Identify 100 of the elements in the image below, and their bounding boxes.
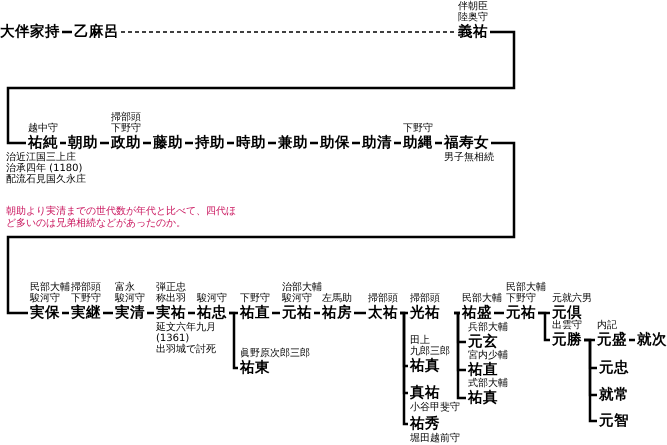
note-text: 延文六年九月 [156, 322, 216, 333]
lineage-line [6, 30, 516, 144]
lineage-line [584, 338, 597, 422]
title-label: 式部大輔 [468, 378, 508, 389]
note-text: 出羽城で討死 [156, 344, 216, 355]
title-label: 出雲守 [552, 320, 582, 331]
person-name: 助縄 [403, 135, 433, 151]
title-label: 治部大輔 [282, 282, 322, 293]
lineage-line [310, 142, 318, 144]
person-name: 政助 [111, 135, 141, 151]
lineage-line [314, 312, 320, 314]
title-label: 陸奥守 [458, 12, 488, 23]
person-name: 元盛 [597, 332, 627, 348]
title-label: 下野守 [240, 293, 270, 304]
lineage-line [435, 142, 442, 144]
title-label: 左馬助 [322, 293, 352, 304]
person-name: 祐純 [28, 135, 58, 151]
person-name: 助保 [320, 135, 350, 151]
title-label: 駿河守 [30, 293, 60, 304]
title-label: 越中守 [28, 123, 58, 134]
lineage-line [352, 142, 360, 144]
title-label: 称出羽 [156, 293, 186, 304]
person-name: 実保 [30, 305, 60, 321]
person-name: 祐直 [468, 362, 498, 378]
lineage-line [227, 142, 234, 144]
person-name: 大伴家持 [0, 24, 60, 40]
person-name: 元祐 [506, 305, 536, 321]
title-label: 民部大輔 [462, 293, 502, 304]
lineage-line [147, 312, 154, 314]
title-label: 掃部頭 [410, 293, 440, 304]
title-label: 民部大輔 [30, 282, 70, 293]
note-text: 小谷甲斐守 [410, 402, 460, 413]
title-label: 内記 [597, 320, 617, 331]
person-name: 光祐 [410, 305, 440, 321]
person-name: 兼助 [278, 135, 308, 151]
lineage-line [60, 142, 66, 144]
title-label: 兵部大輔 [468, 322, 508, 333]
title-label: 元就六男 [552, 293, 592, 304]
person-name: 祐東 [240, 360, 270, 376]
lineage-line [400, 312, 408, 426]
title-label: 下野守 [403, 123, 433, 134]
lineage-line [188, 312, 195, 314]
person-name: 祐忠 [197, 305, 227, 321]
title-label: 眞野原次郎三郎 [240, 348, 310, 359]
note-text: 配流石見国久永庄 [6, 174, 86, 185]
person-name: 就次 [637, 332, 667, 348]
person-name: 祐盛 [462, 305, 492, 321]
title-label: 宮内少輔 [468, 350, 508, 361]
person-name: 実祐 [156, 305, 186, 321]
note-text: 堀田越前守 [410, 433, 460, 444]
person-name: 祐房 [322, 305, 352, 321]
lineage-line [538, 312, 550, 342]
lineage-line [185, 142, 193, 144]
lineage-line [103, 312, 113, 314]
title-label: 下野守 [111, 123, 141, 134]
person-name: 藤助 [153, 135, 183, 151]
person-name: 朝助 [68, 135, 98, 151]
note-text: 男子無相続 [444, 152, 494, 163]
note-text: 朝助より実清までの世代数が年代と比べて、四代ほど多いのは兄弟相続などがあったのか。 [6, 206, 237, 230]
title-label: 駿河守 [197, 293, 227, 304]
person-name: 真祐 [410, 385, 440, 401]
person-name: 元祐 [282, 305, 312, 321]
lineage-line [354, 312, 366, 314]
person-name: 福寿女 [444, 135, 489, 151]
title-label: 駿河守 [282, 293, 312, 304]
lineage-line [394, 142, 401, 144]
title-label: 下野守 [71, 293, 101, 304]
note-text: 治近江国三上庄 [6, 152, 76, 163]
person-name: 元忠 [599, 360, 629, 376]
title-label: 掃部頭 [368, 293, 398, 304]
person-name: 太祐 [368, 305, 398, 321]
title-label: 九郎三郎 [410, 346, 450, 357]
lineage-line [494, 312, 504, 314]
person-name: 元倶 [552, 305, 582, 321]
person-name: 実継 [71, 305, 101, 321]
note-text: (1361) [156, 333, 190, 344]
lineage-line [143, 142, 151, 144]
person-name: 元玄 [468, 334, 498, 350]
lineage-line [629, 338, 635, 342]
lineage-line [62, 30, 72, 34]
title-label: 下野守 [506, 293, 536, 304]
title-label: 民部大輔 [506, 282, 546, 293]
person-name: 助清 [362, 135, 392, 151]
lineage-line [272, 312, 280, 314]
lineage-line [268, 142, 276, 144]
person-name: 義祐 [458, 24, 488, 40]
person-name: 実清 [115, 305, 145, 321]
person-name: 持助 [195, 135, 225, 151]
title-label: 伴朝臣 [458, 1, 488, 12]
person-name: 祐直 [240, 305, 270, 321]
title-label: 掃部頭 [71, 282, 101, 293]
person-name: 祐真 [410, 358, 440, 374]
lineage-line [62, 312, 69, 314]
lineage-line [100, 142, 109, 144]
person-name: 就常 [599, 387, 629, 403]
title-label: 弾正忠 [156, 282, 186, 293]
lineage-line [229, 312, 238, 370]
person-name: 祐秀 [410, 416, 440, 432]
title-label: 田上 [410, 335, 430, 346]
lineage-line [6, 142, 516, 314]
